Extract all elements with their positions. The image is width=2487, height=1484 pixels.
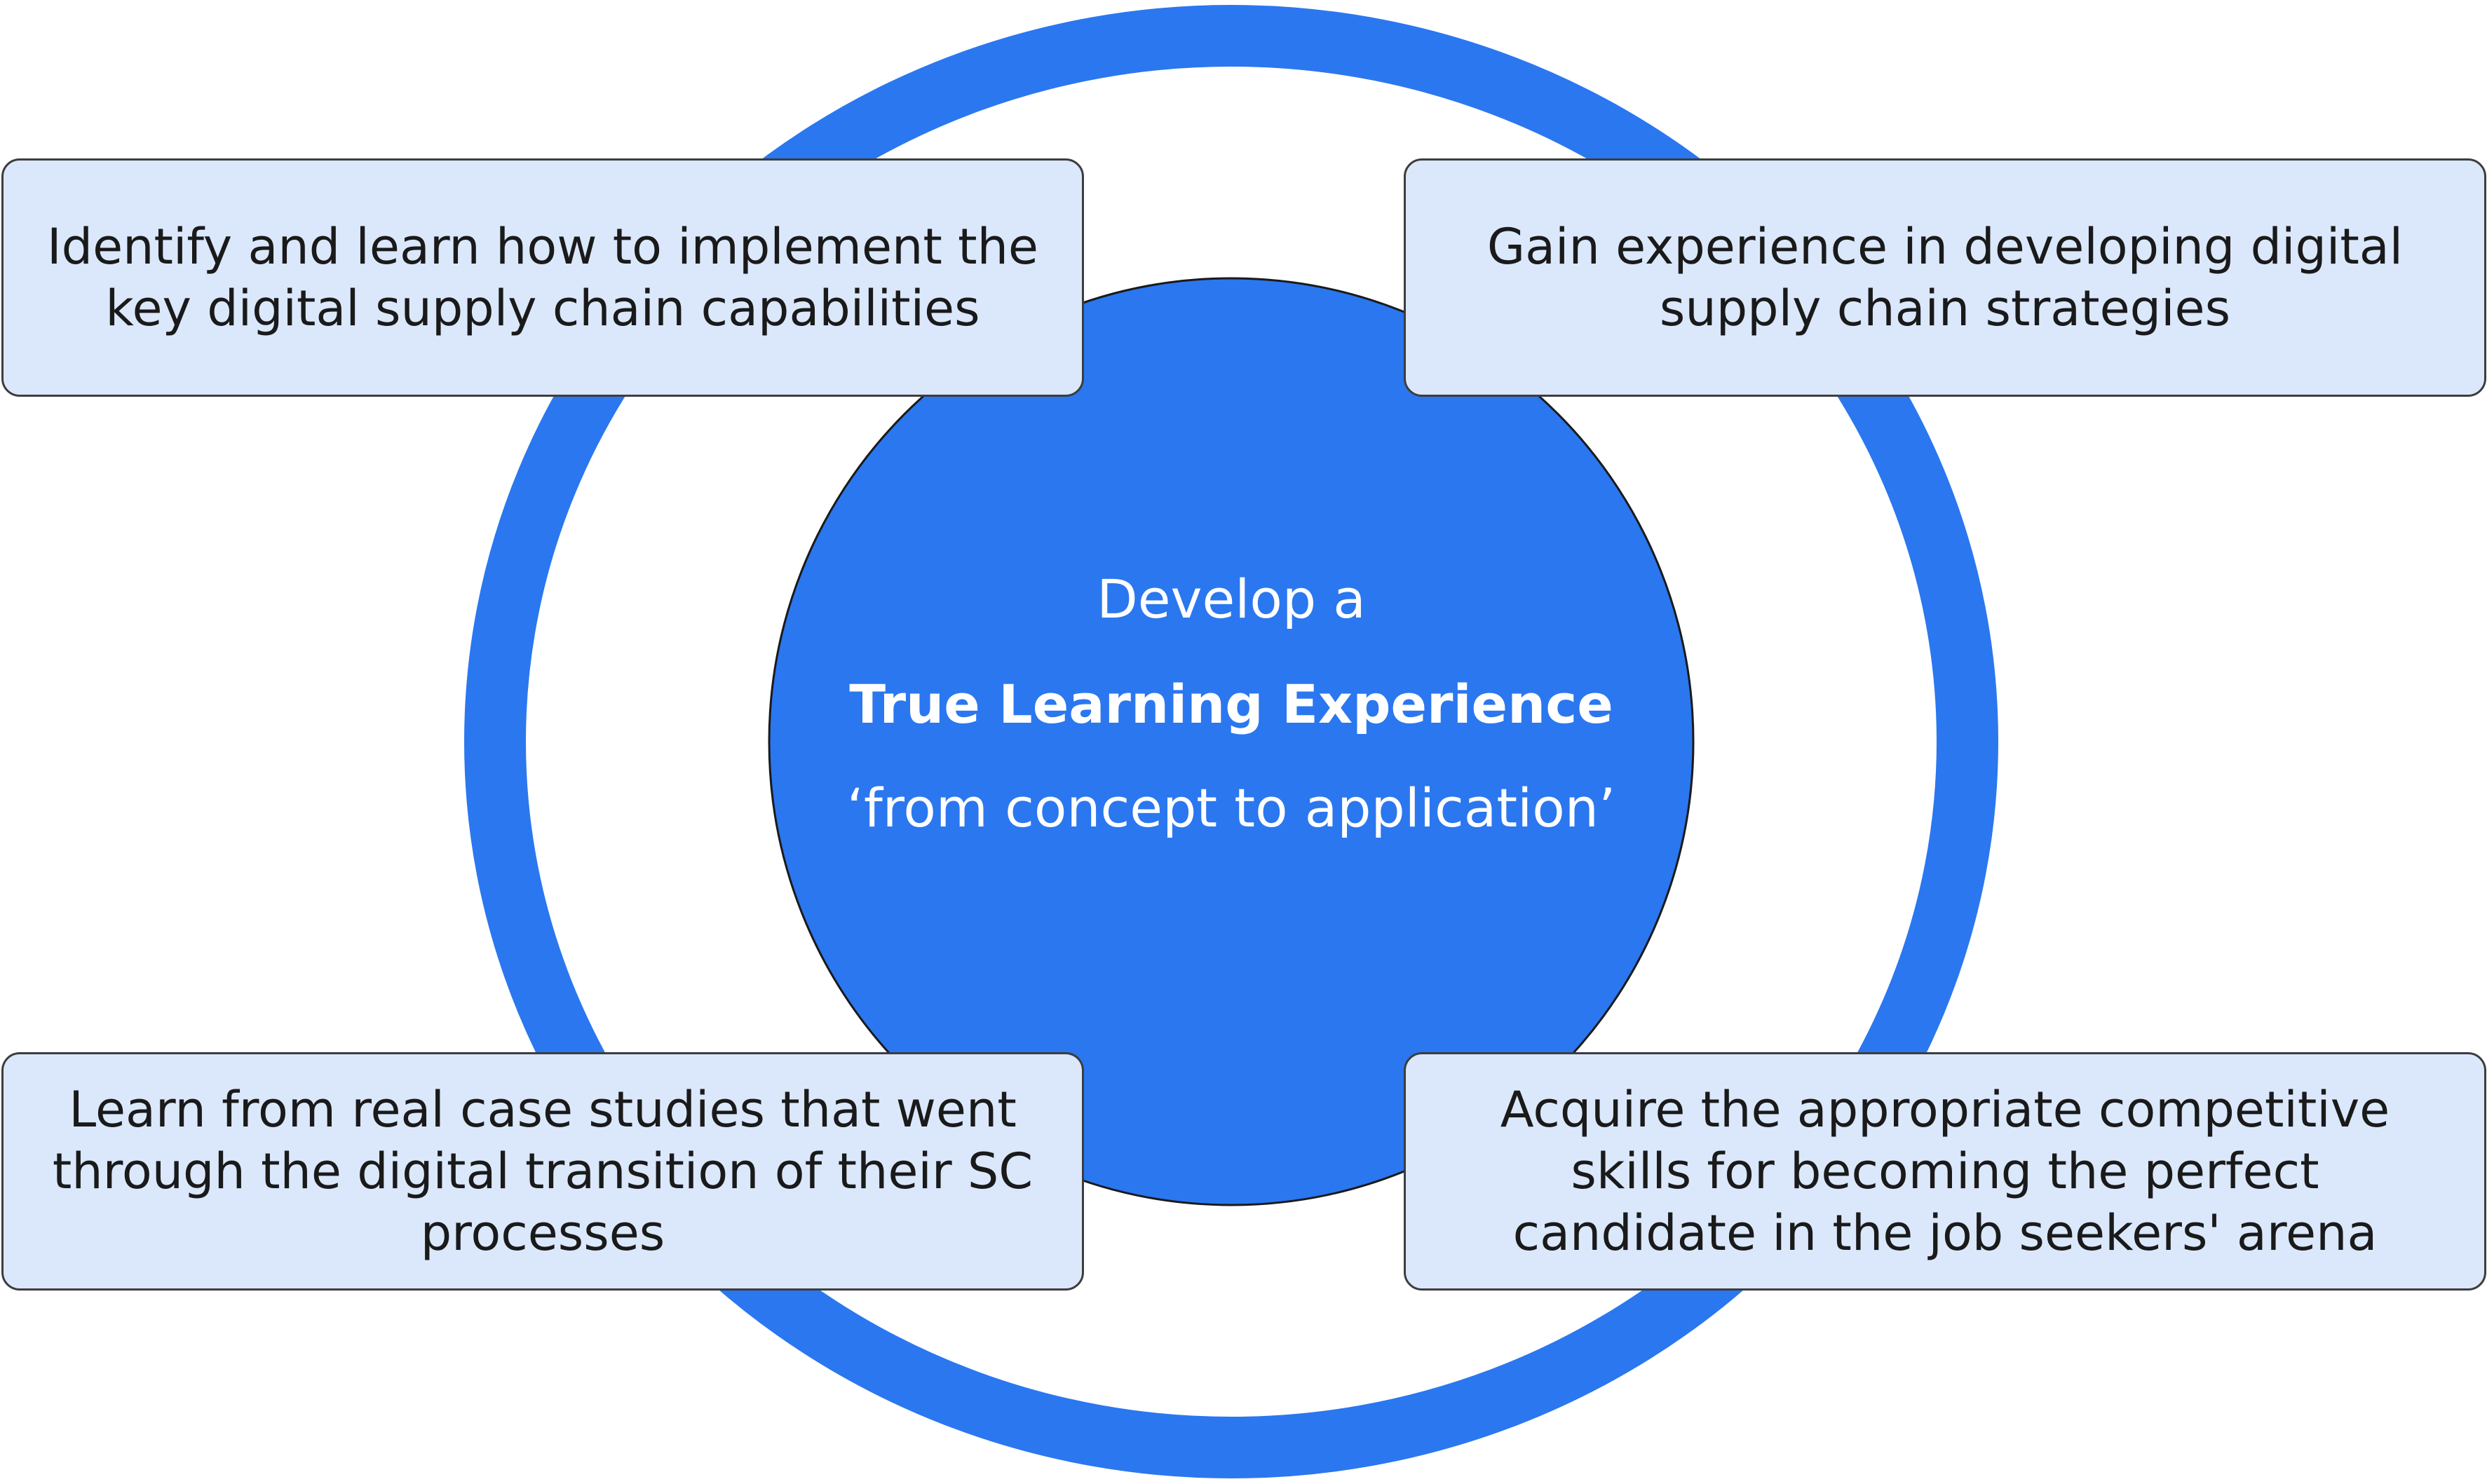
goal-text-bottom-right: Acquire the appropriate competitive skil…: [1500, 1081, 2390, 1262]
goal-box-bottom-left: Learn from real case studies that went t…: [1, 1052, 1084, 1291]
goal-box-bottom-right: Acquire the appropriate competitive skil…: [1404, 1052, 2486, 1291]
goal-box-top-left: Identify and learn how to implement the …: [1, 158, 1084, 397]
center-title-text: True Learning Experience: [849, 673, 1613, 735]
goal-text-top-right: Gain experience in developing digital su…: [1486, 218, 2404, 337]
center-tagline-text: ‘from concept to application’: [846, 777, 1616, 839]
goal-text-bottom-left: Learn from real case studies that went t…: [52, 1081, 1034, 1262]
center-circle: [768, 277, 1695, 1206]
outer-ring: [464, 5, 1998, 1478]
center-intro-text: Develop a: [1097, 568, 1366, 630]
goal-text-top-left: Identify and learn how to implement the …: [46, 218, 1038, 337]
goal-box-top-right: Gain experience in developing digital su…: [1404, 158, 2486, 397]
